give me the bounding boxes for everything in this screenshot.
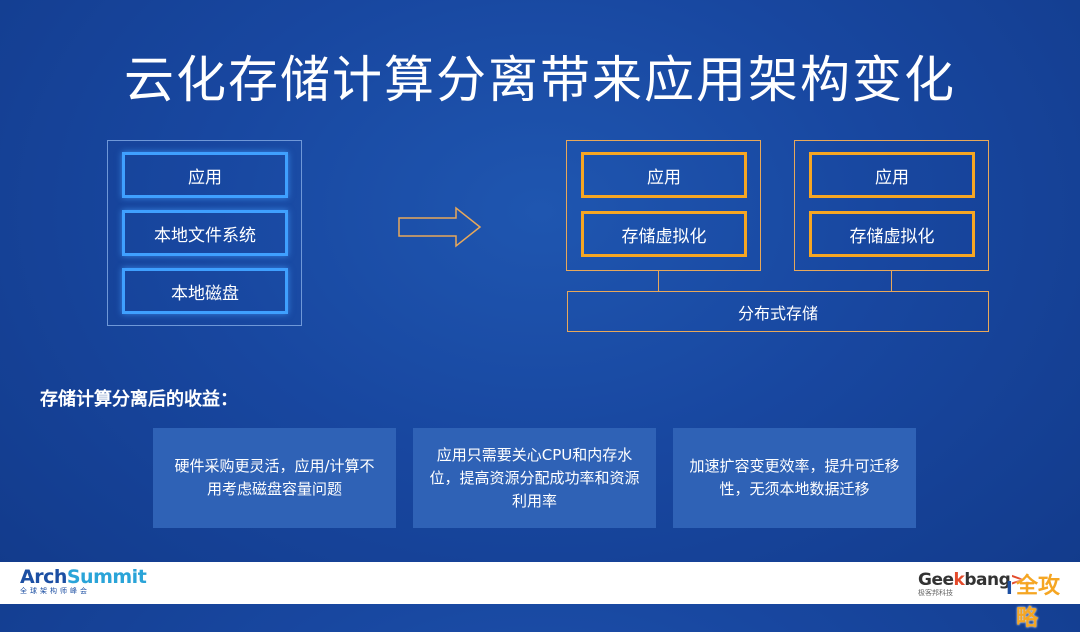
connector-line-1	[658, 271, 659, 291]
right-arrow-icon	[398, 206, 482, 248]
compute-node-frame-1	[566, 140, 761, 271]
benefits-heading: 存储计算分离后的收益：	[40, 389, 238, 410]
node1-app-box: 应用	[581, 152, 747, 198]
geekbang-logo: Geekbang>. 极客邦科技 I	[918, 570, 1030, 599]
slide-title: 云化存储计算分离带来应用架构变化	[124, 51, 956, 109]
footer-bar: ArchSummit 全球架构师峰会 Geekbang>. 极客邦科技 I	[0, 562, 1080, 604]
geek-text: Gee	[918, 570, 954, 590]
benefit-card-2: 应用只需要关心CPU和内存水位，提高资源分配成功率和资源利用率	[413, 428, 656, 528]
benefit-card-1: 硬件采购更灵活，应用/计算不用考虑磁盘容量问题	[153, 428, 396, 528]
archsummit-logo: ArchSummit 全球架构师峰会	[20, 566, 147, 596]
logo-subtitle: 全球架构师峰会	[20, 587, 90, 595]
connector-line-2	[891, 271, 892, 291]
k-text: k	[953, 570, 965, 590]
compute-node-frame-2	[794, 140, 989, 271]
geekbang-subtitle: 极客邦科技	[918, 589, 953, 597]
local-filesystem-box: 本地文件系统	[122, 210, 288, 256]
node2-virtualization-box: 存储虚拟化	[809, 211, 975, 257]
local-app-box: 应用	[122, 152, 288, 198]
node1-virtualization-box: 存储虚拟化	[581, 211, 747, 257]
distributed-storage-box: 分布式存储	[567, 291, 989, 332]
logo-suffix: >.	[1010, 570, 1030, 590]
node2-app-box: 应用	[809, 152, 975, 198]
local-stack-frame	[107, 140, 302, 326]
logo-text-summit: Summit	[66, 566, 147, 588]
watermark-text: 全攻略	[1016, 574, 1061, 631]
partner-logo-mark: I	[1006, 578, 1013, 599]
bang-text: bang	[964, 570, 1011, 590]
local-disk-box: 本地磁盘	[122, 268, 288, 314]
logo-text-arch: Arch	[20, 566, 67, 588]
benefit-card-3: 加速扩容变更效率，提升可迁移性，无须本地数据迁移	[673, 428, 916, 528]
